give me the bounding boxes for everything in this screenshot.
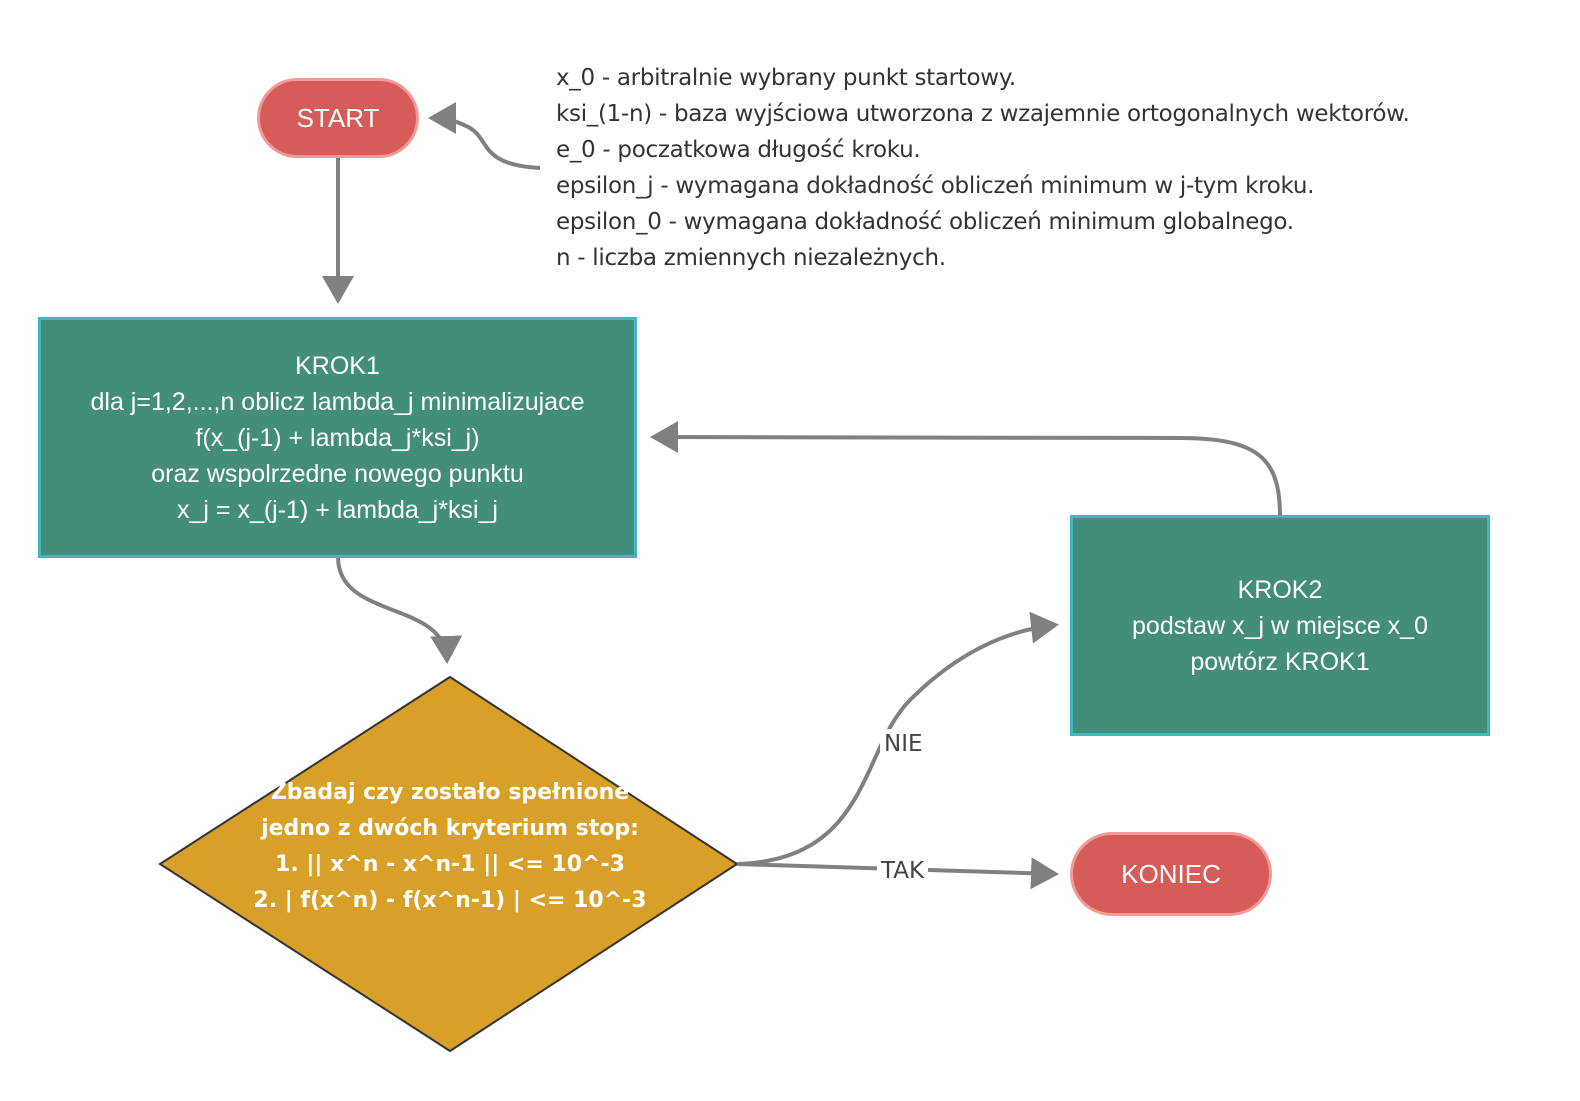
start-terminal[interactable]: START xyxy=(257,78,419,158)
legend-text: x_0 - arbitralnie wybrany punkt startowy… xyxy=(556,60,1410,276)
decision-line-1: Zbadaj czy zostało spełnione xyxy=(270,780,630,805)
legend-line-6: n - liczba zmiennych niezależnych. xyxy=(556,245,946,271)
decision-line-2: jedno z dwóch kryterium stop: xyxy=(261,816,639,841)
koniec-label: KONIEC xyxy=(1121,858,1221,889)
koniec-terminal[interactable]: KONIEC xyxy=(1070,832,1272,916)
decision-text: Zbadaj czy zostało spełnione jedno z dwó… xyxy=(230,775,670,919)
krok2-process[interactable]: KROK2 podstaw x_j w miejsce x_0 powtórz … xyxy=(1070,515,1490,736)
krok1-line-4: x_j = x_(j-1) + lambda_j*ksi_j xyxy=(177,495,498,524)
connector-krok1-to-decision xyxy=(336,556,463,664)
connector-decision-to-krok2 xyxy=(736,611,1059,866)
legend-line-4: epsilon_j - wymagana dokładność obliczeń… xyxy=(556,173,1315,199)
krok2-line-1: podstaw x_j w miejsce x_0 xyxy=(1132,611,1428,640)
edge-label-nie: NIE xyxy=(880,729,927,759)
krok1-line-1: dla j=1,2,...,n oblicz lambda_j minimali… xyxy=(90,387,585,416)
krok1-line-2: f(x_(j-1) + lambda_j*ksi_j) xyxy=(195,423,480,452)
krok2-title: KROK2 xyxy=(1237,575,1323,604)
krok1-process[interactable]: KROK1 dla j=1,2,...,n oblicz lambda_j mi… xyxy=(38,317,637,558)
decision-line-3: 1. || x^n - x^n-1 || <= 10^-3 xyxy=(275,852,625,877)
krok1-title: KROK1 xyxy=(295,351,380,380)
connector-krok2-to-krok1 xyxy=(650,421,1282,517)
start-label: START xyxy=(296,102,380,133)
legend-line-3: e_0 - poczatkowa długość kroku. xyxy=(556,137,921,163)
legend-line-2: ksi_(1-n) - baza wyjściowa utworzona z w… xyxy=(556,101,1410,127)
krok2-line-2: powtórz KROK1 xyxy=(1190,647,1370,676)
decision-line-4: 2. | f(x^n) - f(x^n-1) | <= 10^-3 xyxy=(253,888,647,913)
legend-line-1: x_0 - arbitralnie wybrany punkt startowy… xyxy=(556,65,1016,91)
legend-line-5: epsilon_0 - wymagana dokładność obliczeń… xyxy=(556,209,1294,235)
krok1-line-3: oraz wspolrzedne nowego punktu xyxy=(151,459,524,488)
connector-legend-to-start xyxy=(428,102,541,170)
edge-label-tak: TAK xyxy=(877,856,929,886)
decision-diamond[interactable] xyxy=(158,675,739,1053)
